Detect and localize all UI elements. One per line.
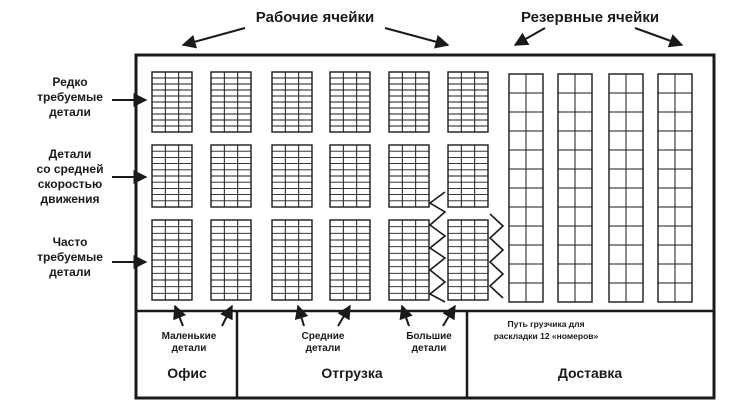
arrow-medium-2 [337, 304, 351, 327]
working-rack-0-3 [329, 71, 371, 133]
loader-path-zigzag-right [488, 213, 505, 299]
svg-text:скоростью: скоростью [38, 177, 103, 191]
working-rack-2-4 [388, 219, 430, 301]
reserve-rack-2 [608, 73, 644, 303]
reserve-cells-racks [508, 73, 693, 303]
working-rack-1-4 [388, 144, 430, 208]
svg-text:движения: движения [40, 192, 99, 206]
label-medium-parts: Средние детали [302, 331, 345, 354]
reserve-cells-header: Резервные ячейки [521, 9, 659, 26]
reserve-rack-1 [557, 73, 593, 303]
working-cells-header: Рабочие ячейки [256, 9, 374, 26]
working-rack-0-1 [210, 71, 252, 133]
working-rack-1-2 [271, 144, 313, 208]
working-rack-1-3 [329, 144, 371, 208]
working-rack-0-4 [388, 71, 430, 133]
svg-text:детали: детали [412, 343, 447, 354]
label-loader-path: Путь грузчика для раскладки 12 «номеров» [494, 319, 599, 341]
reserve-rack-3 [657, 73, 693, 303]
room-delivery: Доставка [558, 365, 623, 381]
svg-text:со средней: со средней [37, 162, 104, 176]
working-rack-2-0 [151, 219, 193, 301]
label-small-parts: Маленькие детали [162, 331, 217, 354]
arrow-small-1 [173, 304, 187, 327]
arrow-working-right [384, 27, 450, 49]
label-medium-speed-parts: Детали со средней скоростью движения [37, 147, 104, 206]
working-rack-2-5 [447, 219, 489, 301]
bottom-arrows [173, 304, 456, 327]
svg-text:Маленькие: Маленькие [162, 331, 217, 342]
working-rack-2-1 [210, 219, 252, 301]
loader-path-zigzag [428, 191, 447, 303]
svg-text:требуемые: требуемые [37, 250, 103, 264]
working-rack-1-5 [447, 144, 489, 208]
arrow-large-1 [399, 304, 413, 327]
working-cells-racks [151, 71, 489, 301]
svg-text:Большие: Большие [406, 331, 452, 342]
svg-text:Редко: Редко [52, 75, 87, 89]
label-frequent-parts: Часто требуемые детали [37, 235, 103, 279]
label-rare-parts: Редко требуемые детали [37, 75, 103, 119]
header-arrows [181, 27, 684, 49]
working-rack-0-2 [271, 71, 313, 133]
svg-text:детали: детали [49, 265, 91, 279]
label-large-parts: Большие детали [406, 331, 452, 354]
svg-text:детали: детали [49, 105, 91, 119]
working-rack-1-1 [210, 144, 252, 208]
reserve-rack-0 [508, 73, 544, 303]
arrow-large-2 [442, 304, 456, 327]
arrow-medium-1 [294, 304, 309, 327]
svg-text:детали: детали [172, 343, 207, 354]
side-arrows [112, 93, 148, 269]
svg-text:требуемые: требуемые [37, 90, 103, 104]
room-shipping: Отгрузка [321, 365, 383, 381]
working-rack-2-2 [271, 219, 313, 301]
working-rack-2-3 [329, 219, 371, 301]
building-outline [134, 53, 716, 400]
arrow-reserve-right [634, 27, 684, 48]
arrow-working-left [181, 27, 246, 49]
working-rack-1-0 [151, 144, 193, 208]
svg-text:раскладки 12 «номеров»: раскладки 12 «номеров» [494, 331, 599, 341]
svg-text:Средние: Средние [302, 331, 345, 342]
room-office: Офис [167, 365, 207, 381]
svg-text:Детали: Детали [49, 147, 92, 161]
svg-text:Путь грузчика для: Путь грузчика для [507, 319, 584, 329]
arrow-small-2 [220, 304, 233, 327]
svg-text:детали: детали [306, 343, 341, 354]
svg-text:Часто: Часто [53, 235, 88, 249]
working-rack-0-0 [151, 71, 193, 133]
working-rack-0-5 [447, 71, 489, 133]
arrow-reserve-left [513, 27, 546, 46]
